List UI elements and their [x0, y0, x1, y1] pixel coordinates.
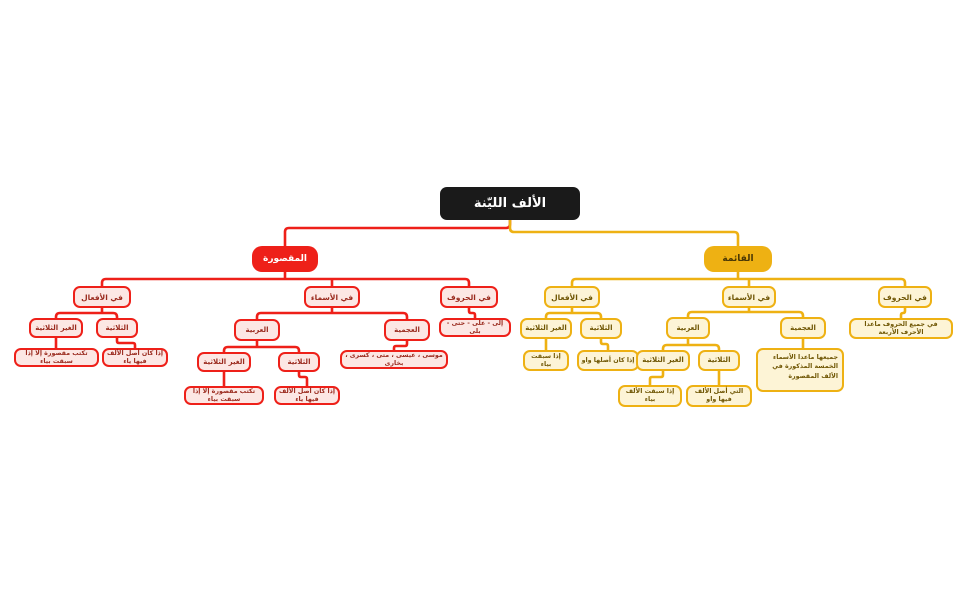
node-maqsura-letters-note: إلى - على - حتى - بلى [439, 318, 511, 337]
node-qaima-verbs: في الأفعال [544, 286, 600, 308]
node-maqsura-nouns-arabic: العربية [234, 319, 280, 341]
node-qaima-nouns-arabic-tri: الثلاثية [698, 350, 740, 371]
node-qaima-nouns-arabic-nontri: الغير الثلاثية [636, 350, 690, 371]
node-maqsura-verbs-tri-note: إذا كان أصل الألف فيها ياء [102, 348, 168, 367]
node-maqsura-nouns-arabic-tri: الثلاثية [278, 352, 320, 372]
node-maqsura-verbs-nontri: الغير الثلاثية [29, 318, 83, 338]
node-qaima-nouns-arabic-nontri-note: إذا سبقت الألف بياء [618, 385, 682, 407]
red-branch-connectors [54, 218, 512, 388]
node-maqsura-verbs-tri: الثلاثية [96, 318, 138, 338]
node-qaima-nouns: في الأسماء [722, 286, 776, 308]
node-qaima-nouns-foreign: العجمية [780, 317, 826, 339]
node-qaima-verbs-tri: الثلاثية [580, 318, 622, 339]
node-qaima-letters-note: في جميع الحروف ماعدا الأحرف الأربعة [849, 318, 953, 339]
node-qaima-nouns-arabic-tri-note: التي أصل الألف فيها واو [686, 385, 752, 407]
node-qaima-verbs-nontri-note: إذا سبقت بياء [523, 350, 569, 371]
node-maqsura-nouns-foreign: العجمية [384, 319, 430, 341]
node-qaima-letters: في الحروف [878, 286, 932, 308]
node-qaima-verbs-nontri: الغير الثلاثية [520, 318, 572, 339]
root-node: الألف الليّنة [440, 187, 580, 220]
node-maqsura: المقصورة [252, 246, 318, 272]
node-maqsura-nouns-foreign-note: موسى ، عيسى ، متى ، كسرى ، بخارى [340, 350, 448, 369]
node-maqsura-nouns-arabic-nontri: الغير الثلاثية [197, 352, 251, 372]
node-maqsura-verbs-nontri-note: تكتب مقصورة إلا إذا سبقت بياء [14, 348, 99, 367]
node-qaima-nouns-arabic: العربية [666, 317, 710, 339]
node-qaima-nouns-foreign-note: جميعها ماعدا الأسماء الخمسة المذكورة في … [756, 348, 844, 392]
node-maqsura-nouns: في الأسماء [304, 286, 360, 308]
node-maqsura-verbs: في الأفعال [73, 286, 131, 308]
node-maqsura-nouns-arabic-tri-note: إذا كان أصل الألف فيها ياء [274, 386, 340, 405]
node-qaima-verbs-tri-note: إذا كان أصلها واو [577, 350, 639, 371]
gold-branch-connectors [508, 218, 907, 387]
node-maqsura-nouns-arabic-nontri-note: تكتب مقصورة إلا إذا سبقت بياء [184, 386, 264, 405]
node-qaima: القائمة [704, 246, 772, 272]
node-maqsura-letters: في الحروف [440, 286, 498, 308]
